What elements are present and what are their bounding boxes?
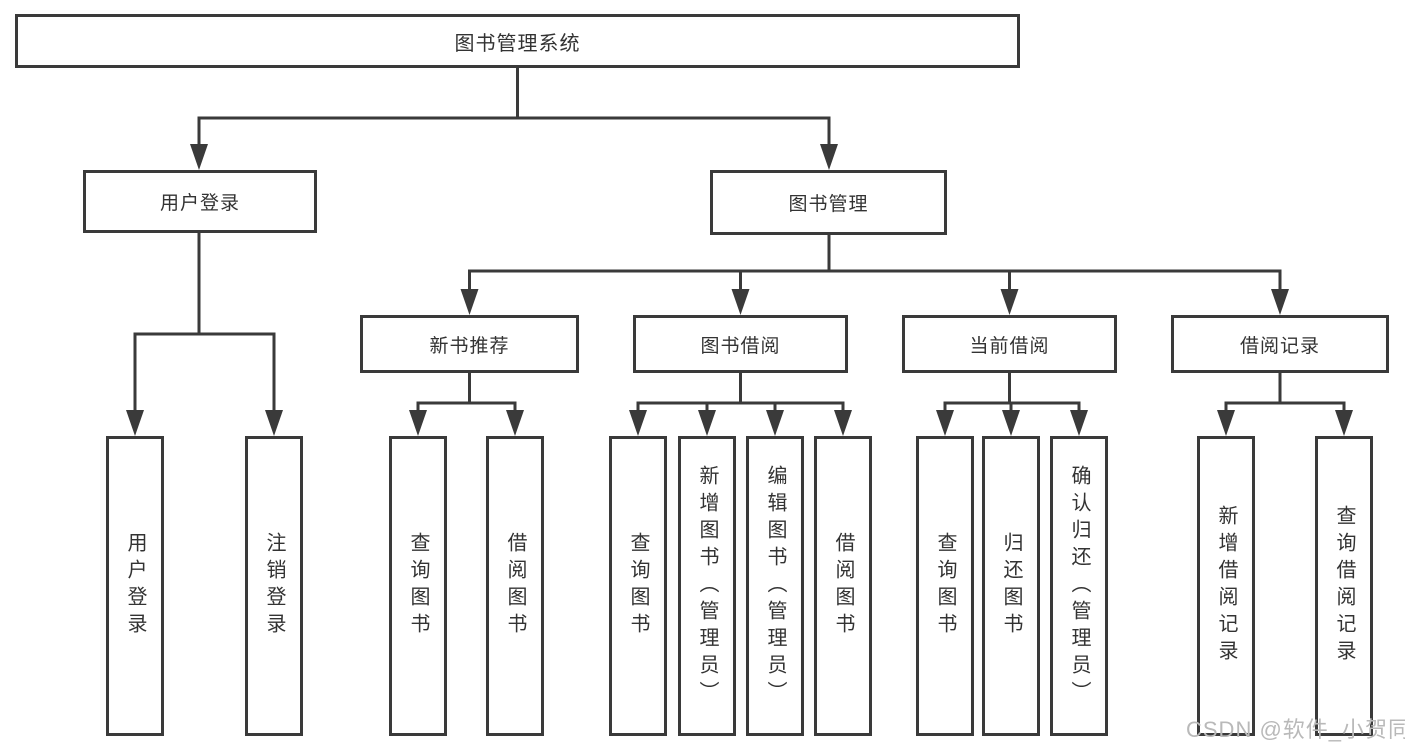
arrow-down-icon	[1000, 289, 1019, 315]
arrow-down-icon	[265, 410, 283, 436]
leaf-records-add-record: 新增借阅记录	[1197, 436, 1255, 736]
leaf-borrowing-borrow-books: 借阅图书	[814, 436, 872, 736]
arrow-down-icon	[936, 410, 954, 436]
leaf-current-query-books-label: 查询图书	[934, 532, 956, 640]
arrow-down-icon	[629, 410, 647, 436]
leaf-borrowing-add-books-admin-label: 新增图书（管理员）	[696, 464, 718, 708]
arrow-down-icon	[698, 410, 716, 436]
leaf-logout-label: 注销登录	[263, 532, 285, 640]
leaf-current-return-books: 归还图书	[982, 436, 1040, 736]
leaf-borrowing-query-books: 查询图书	[609, 436, 667, 736]
node-book-management: 图书管理	[710, 170, 947, 235]
leaf-borrowing-edit-books-admin-label: 编辑图书（管理员）	[764, 464, 786, 708]
leaf-user-login: 用户登录	[106, 436, 164, 736]
leaf-user-login-label: 用户登录	[124, 532, 146, 640]
leaf-current-confirm-return-admin: 确认归还（管理员）	[1050, 436, 1108, 736]
leaf-borrowing-query-books-label: 查询图书	[627, 532, 649, 640]
node-user-login-label: 用户登录	[159, 193, 240, 214]
node-borrowing-records: 借阅记录	[1171, 315, 1389, 373]
arrow-down-icon	[834, 410, 852, 436]
node-book-borrowing-label: 图书借阅	[700, 335, 781, 357]
arrow-down-icon	[190, 144, 208, 170]
arrow-down-icon	[1271, 289, 1289, 315]
leaf-records-add-record-label: 新增借阅记录	[1215, 505, 1237, 667]
arrow-down-icon	[126, 410, 144, 436]
arrow-down-icon	[409, 410, 427, 436]
arrow-down-icon	[1070, 410, 1088, 436]
csdn-watermark: CSDN @软件_小贺同学	[1186, 717, 1405, 742]
node-root-label: 图书管理系统	[454, 32, 581, 55]
leaf-recommend-borrow-books: 借阅图书	[486, 436, 544, 736]
leaf-recommend-query-books-label: 查询图书	[407, 532, 429, 640]
arrow-down-icon	[766, 410, 784, 436]
arrow-down-icon	[820, 144, 838, 170]
leaf-borrowing-add-books-admin: 新增图书（管理员）	[678, 436, 736, 736]
leaf-current-confirm-return-admin-label: 确认归还（管理员）	[1068, 464, 1090, 708]
leaf-borrowing-edit-books-admin: 编辑图书（管理员）	[746, 436, 804, 736]
arrow-down-icon	[1335, 410, 1353, 436]
arrow-down-icon	[731, 289, 750, 315]
leaf-current-query-books: 查询图书	[916, 436, 974, 736]
arrow-down-icon	[1002, 410, 1020, 436]
node-current-borrowing-label: 当前借阅	[969, 335, 1050, 357]
node-book-borrowing: 图书借阅	[633, 315, 848, 373]
leaf-current-return-books-label: 归还图书	[1000, 532, 1022, 640]
node-new-book-recommend: 新书推荐	[360, 315, 579, 373]
node-book-management-label: 图书管理	[788, 194, 869, 215]
node-borrowing-records-label: 借阅记录	[1239, 335, 1320, 357]
arrow-down-icon	[506, 410, 524, 436]
leaf-borrowing-borrow-books-label: 借阅图书	[832, 532, 854, 640]
leaf-logout: 注销登录	[245, 436, 303, 736]
arrow-down-icon	[460, 289, 479, 315]
node-user-login: 用户登录	[83, 170, 317, 233]
leaf-records-query-record: 查询借阅记录	[1315, 436, 1373, 736]
node-current-borrowing: 当前借阅	[902, 315, 1117, 373]
leaf-recommend-borrow-books-label: 借阅图书	[504, 532, 526, 640]
node-root: 图书管理系统	[15, 14, 1020, 68]
leaf-records-query-record-label: 查询借阅记录	[1333, 505, 1355, 667]
node-new-book-recommend-label: 新书推荐	[429, 335, 510, 357]
arrow-down-icon	[1217, 410, 1235, 436]
leaf-recommend-query-books: 查询图书	[389, 436, 447, 736]
